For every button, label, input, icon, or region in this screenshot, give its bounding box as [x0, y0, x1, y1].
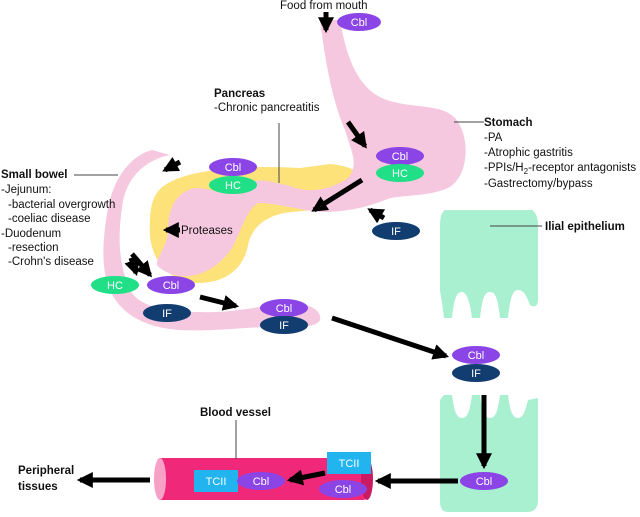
arrow-stomach-into-duodenum [311, 177, 364, 213]
hc-stomach: HC [376, 164, 424, 182]
proteases-label: Proteases [181, 225, 233, 237]
svg-text:TCII: TCII [339, 458, 360, 470]
hc-duodenum: HC [209, 176, 257, 194]
cbl-ileum-exit: Cbl [460, 472, 508, 490]
cbl-bound: Cbl [237, 472, 285, 490]
hc-freed: HC [91, 276, 139, 294]
stomach-title: Stomach [484, 117, 533, 129]
arrow-cbl-if-right [199, 294, 240, 311]
arrow-down-right [130, 252, 153, 278]
svg-text:Cbl: Cbl [253, 476, 270, 488]
if-stomach: IF [372, 222, 420, 240]
if-complex: IF [260, 316, 308, 334]
ileal-epithelium-base [440, 395, 538, 512]
small-bowel-duodenum: -Duodenum [1, 228, 61, 240]
food-label: Food from mouth [280, 0, 368, 12]
cbl-vessel-entry: Cbl [319, 480, 367, 498]
stomach-cause-gastrectomy: -Gastrectomy/bypass [484, 178, 593, 190]
cbl-duodenum: Cbl [209, 158, 257, 176]
svg-text:IF: IF [279, 320, 289, 332]
svg-text:IF: IF [391, 226, 401, 238]
svg-text:IF: IF [471, 368, 481, 380]
svg-text:HC: HC [392, 168, 408, 180]
svg-text:Cbl: Cbl [335, 484, 352, 496]
svg-text:Cbl: Cbl [392, 151, 409, 163]
svg-text:Cbl: Cbl [351, 17, 368, 29]
pancreas-title: Pancreas [214, 88, 265, 100]
cbl-food: Cbl [337, 13, 381, 31]
arrow-stomach-down [345, 120, 368, 149]
svg-text:Cbl: Cbl [468, 350, 485, 362]
peripheral-label-2: tissues [18, 481, 58, 493]
svg-text:Cbl: Cbl [163, 280, 180, 292]
stomach-cause-gastritis: -Atrophic gastritis [484, 147, 573, 159]
stomach-shape [156, 20, 466, 277]
cbl-complex: Cbl [260, 299, 308, 317]
svg-text:HC: HC [225, 180, 241, 192]
tcii-bound: TCII [194, 470, 238, 492]
small-bowel-coeliac: -coeliac disease [8, 213, 90, 225]
if-freed: IF [143, 304, 191, 322]
stomach-cause-pa: -PA [484, 132, 503, 144]
arrow-cbl-to-tcii [286, 469, 326, 486]
svg-text:Cbl: Cbl [276, 303, 293, 315]
svg-text:Cbl: Cbl [225, 162, 242, 174]
small-bowel-crohns: -Crohn's disease [8, 256, 94, 268]
arrow-down-left [124, 257, 140, 277]
if-ileum: IF [452, 364, 500, 382]
svg-text:Cbl: Cbl [476, 476, 493, 488]
small-bowel-jejunum: -Jejunum: [1, 184, 52, 196]
tcii-top: TCII [327, 452, 371, 474]
svg-text:TCII: TCII [206, 476, 227, 488]
small-bowel-title: Small bowel [1, 169, 67, 181]
arrow-to-ileum [331, 315, 450, 360]
blood-vessel-label: Blood vessel [200, 407, 271, 419]
cbl-ileum: Cbl [452, 346, 500, 364]
ileal-epithelium-shape [440, 210, 538, 318]
svg-text:HC: HC [107, 280, 123, 292]
arrow-duodenum-left [162, 156, 182, 173]
svg-text:IF: IF [162, 308, 172, 320]
stomach-cause-ppi: -PPIs/H2-receptor antagonists [484, 162, 636, 176]
cbl-stomach: Cbl [376, 147, 424, 165]
small-bowel-overgrowth: -bacterial overgrowth [8, 199, 115, 211]
arrow-if-up [367, 207, 386, 224]
pancreas-cause: -Chronic pancreatitis [214, 102, 320, 114]
peripheral-label-1: Peripheral [18, 465, 74, 477]
cbl-freed: Cbl [147, 276, 195, 294]
vessel-end-left [154, 458, 166, 500]
small-bowel-resection: -resection [8, 242, 59, 254]
ileal-epithelium-label: Ilial epithelium [545, 221, 625, 233]
